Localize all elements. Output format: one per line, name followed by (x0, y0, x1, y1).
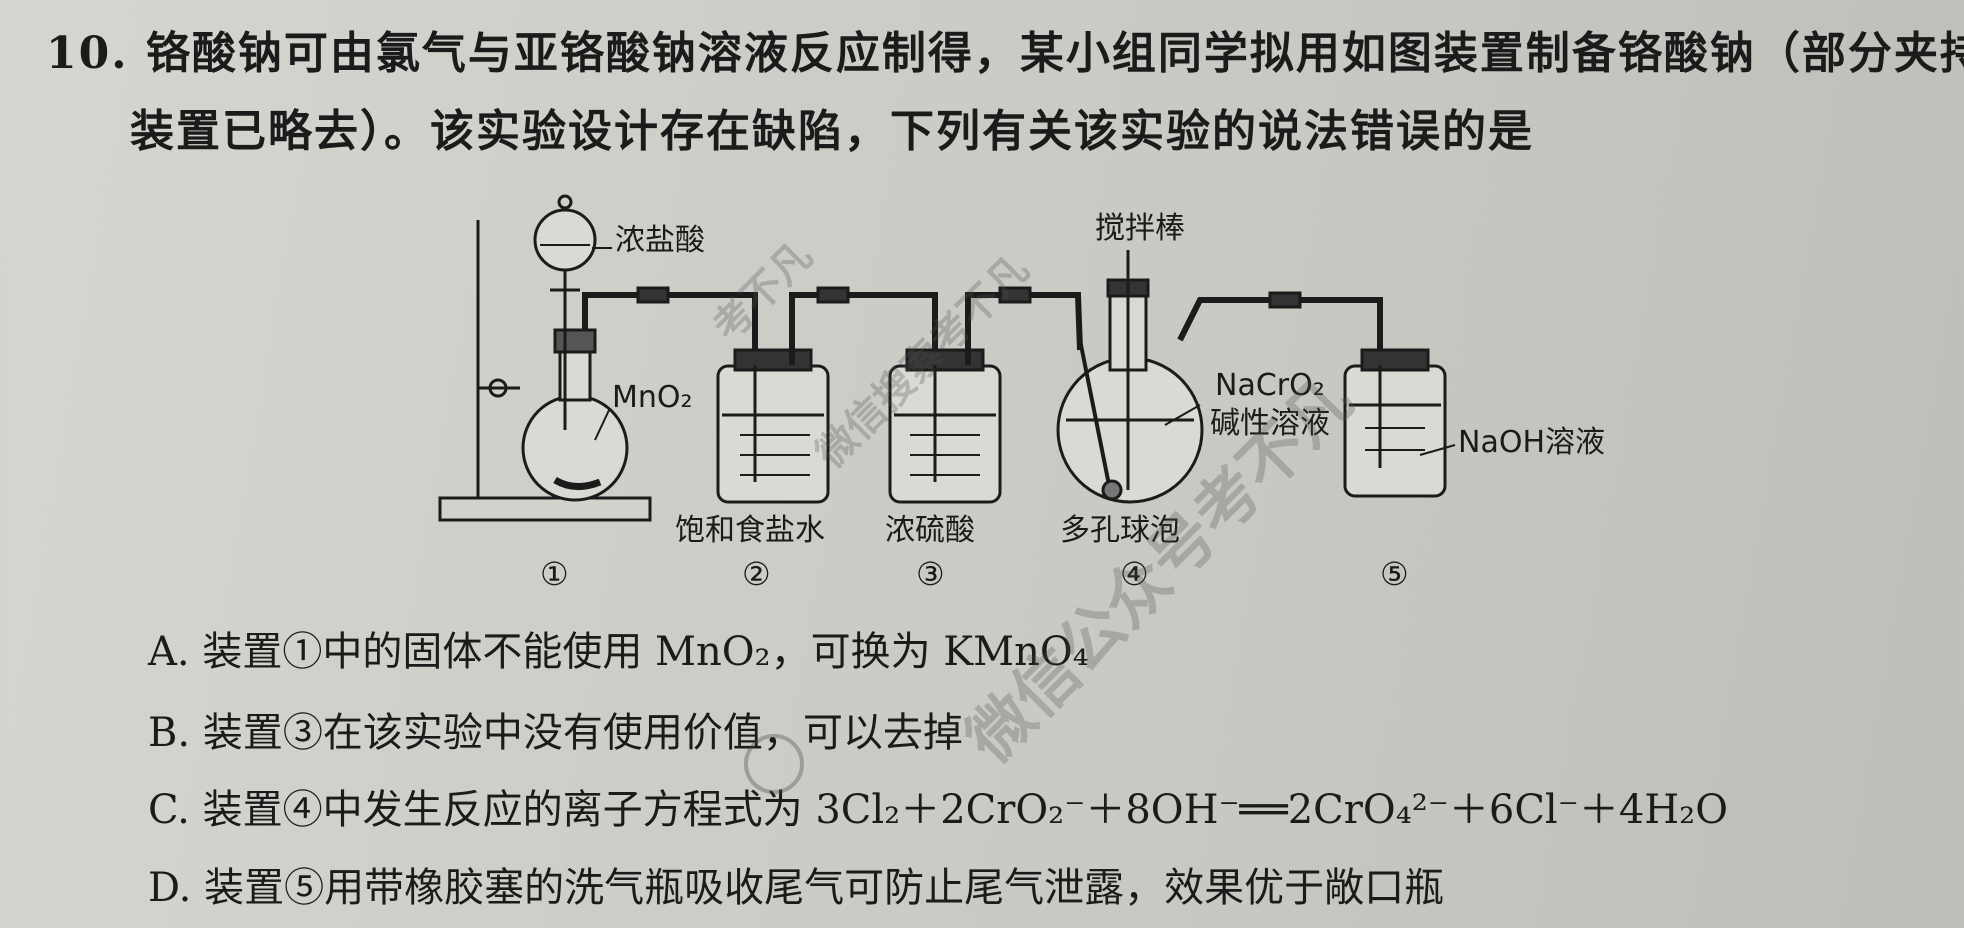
apparatus-number-4: ④ (1120, 555, 1149, 593)
apparatus-number-2: ② (742, 555, 771, 593)
label-nacro2: NaCrO₂ (1215, 368, 1325, 403)
apparatus-number-5: ⑤ (1380, 555, 1409, 593)
label-porous-bubbler: 多孔球泡 (1060, 513, 1180, 548)
separatory-funnel (533, 208, 597, 272)
label-conc-h2so4: 浓硫酸 (885, 513, 975, 548)
label-conc-hcl: 浓盐酸 (615, 223, 705, 258)
option-a[interactable]: A. 装置①中的固体不能使用 MnO₂，可换为 KMnO₄ (148, 629, 1089, 675)
apparatus-diagram: 浓盐酸 MnO₂ 搅拌棒 NaCrO₂ 碱性溶液 NaOH溶液 饱和食盐水 浓硫… (438, 194, 1605, 593)
apparatus-number-3: ③ (916, 555, 945, 593)
label-stirring-rod: 搅拌棒 (1095, 211, 1185, 246)
option-c[interactable]: C. 装置④中发生反应的离子方程式为 3Cl₂＋2CrO₂⁻＋8OH⁻══2Cr… (148, 787, 1728, 833)
option-d[interactable]: D. 装置⑤用带橡胶塞的洗气瓶吸收尾气可防止尾气泄露，效果优于敞口瓶 (148, 865, 1445, 911)
question-line-2: 装置已略去）。该实验设计存在缺陷，下列有关该实验的说法错误的是 (130, 106, 1534, 157)
stand-base (438, 496, 652, 522)
label-mno2: MnO₂ (612, 380, 693, 415)
question-line-1: 10. 铬酸钠可由氯气与亚铬酸钠溶液反应制得，某小组同学拟用如图装置制备铬酸钠（… (46, 28, 1964, 79)
apparatus-number-1: ① (540, 555, 569, 593)
label-naoh-solution: NaOH溶液 (1458, 425, 1605, 460)
option-b[interactable]: B. 装置③在该实验中没有使用价值，可以去掉 (148, 710, 963, 756)
wechat-logo-icon (744, 734, 804, 794)
label-alkaline-solution: 碱性溶液 (1210, 406, 1330, 441)
absorption-bottle (1343, 364, 1447, 498)
label-saturated-brine: 饱和食盐水 (675, 513, 825, 548)
